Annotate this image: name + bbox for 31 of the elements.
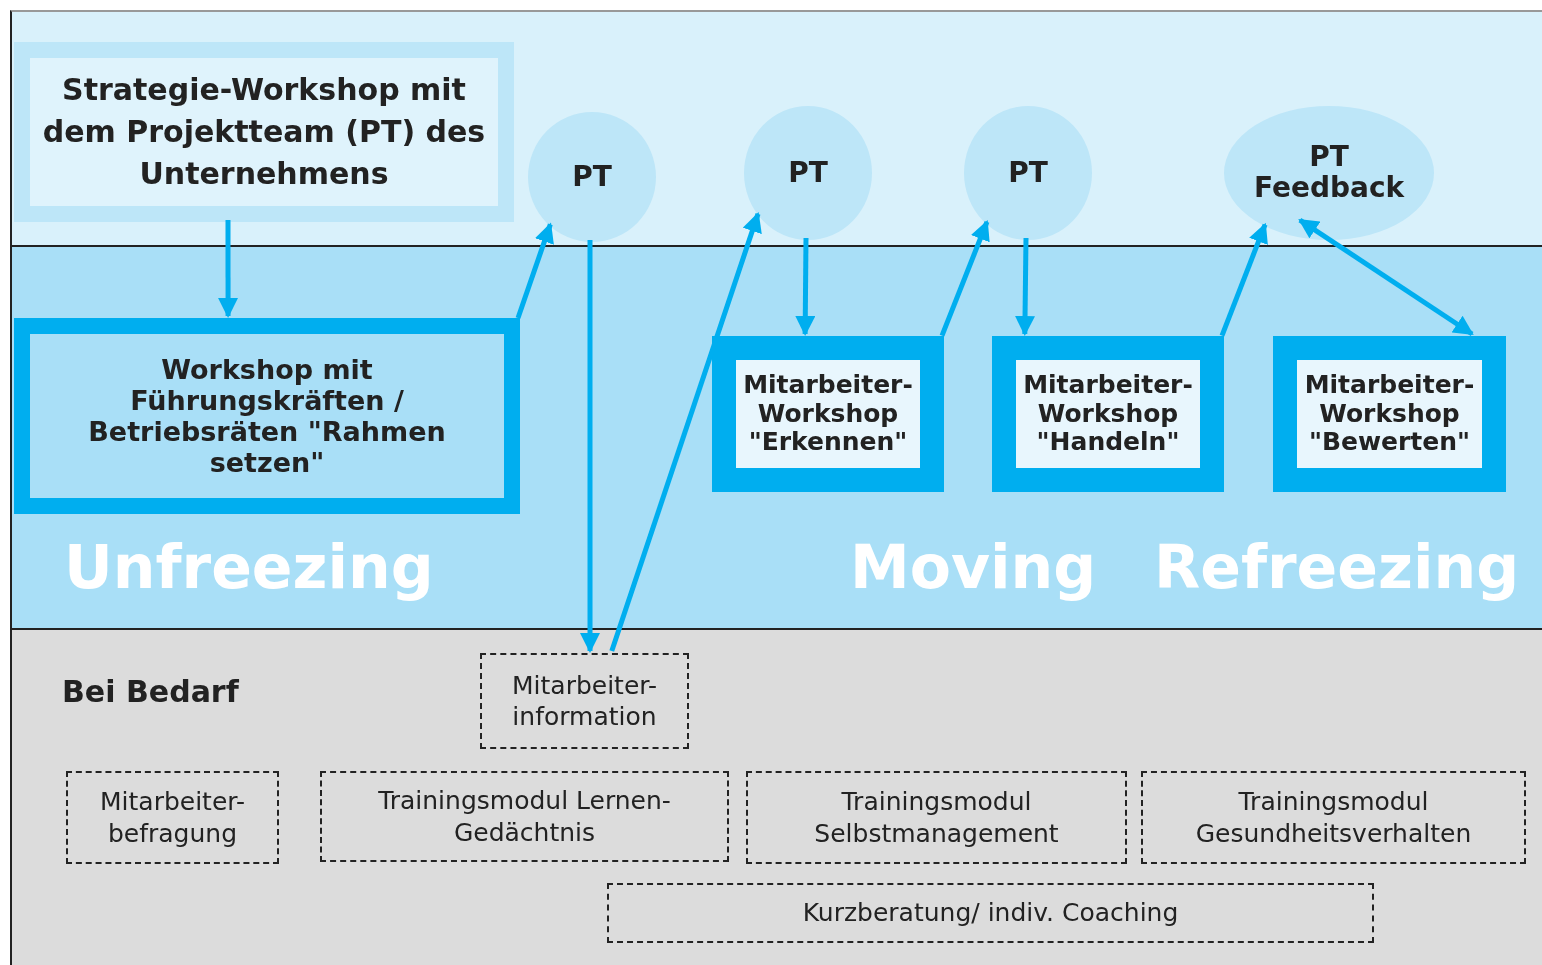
workshop-box: Strategie-Workshop mit dem Projektteam (PT) des Unternehmens <box>14 42 514 222</box>
module-box: Trainingsmodul Selbstmanagement <box>746 771 1127 864</box>
module-box: Trainingsmodul Lernen-Gedächtnis <box>320 771 729 862</box>
team-circle: PT <box>528 112 656 242</box>
arrow <box>515 222 554 319</box>
workshop-box: Mitarbeiter-Workshop "Handeln" <box>992 336 1224 492</box>
arrow <box>580 240 600 653</box>
module-box: Trainingsmodul Gesundheitsverhalten <box>1141 771 1526 864</box>
arrow <box>218 220 239 318</box>
arrow <box>1219 222 1268 337</box>
module-box: Mitarbeiter-information <box>480 653 689 749</box>
module-box: Kurzberatung/ indiv. Coaching <box>607 883 1374 943</box>
arrow <box>795 237 816 336</box>
workshop-box: Mitarbeiter-Workshop "Erkennen" <box>712 336 944 492</box>
optional-band <box>10 628 1542 965</box>
phase-label: Moving <box>850 532 1097 602</box>
feedback-ellipse: PT Feedback <box>1224 106 1434 240</box>
arrow <box>609 212 762 652</box>
section-heading: Bei Bedarf <box>62 674 239 709</box>
arrow <box>1298 217 1474 337</box>
module-box: Mitarbeiter-befragung <box>66 771 279 864</box>
header-band <box>10 10 1542 245</box>
phase-label: Unfreezing <box>64 532 434 602</box>
workshop-box: Workshop mit Führungskräften / Betriebsräten "Rahmen setzen" <box>14 318 520 514</box>
phase-band <box>10 245 1542 628</box>
phase-label: Refreezing <box>1154 532 1520 602</box>
team-circle: PT <box>964 106 1092 240</box>
arrow <box>939 220 990 337</box>
arrow <box>1015 237 1035 336</box>
workshop-box: Mitarbeiter-Workshop "Bewerten" <box>1273 336 1506 492</box>
team-circle: PT <box>744 106 872 240</box>
